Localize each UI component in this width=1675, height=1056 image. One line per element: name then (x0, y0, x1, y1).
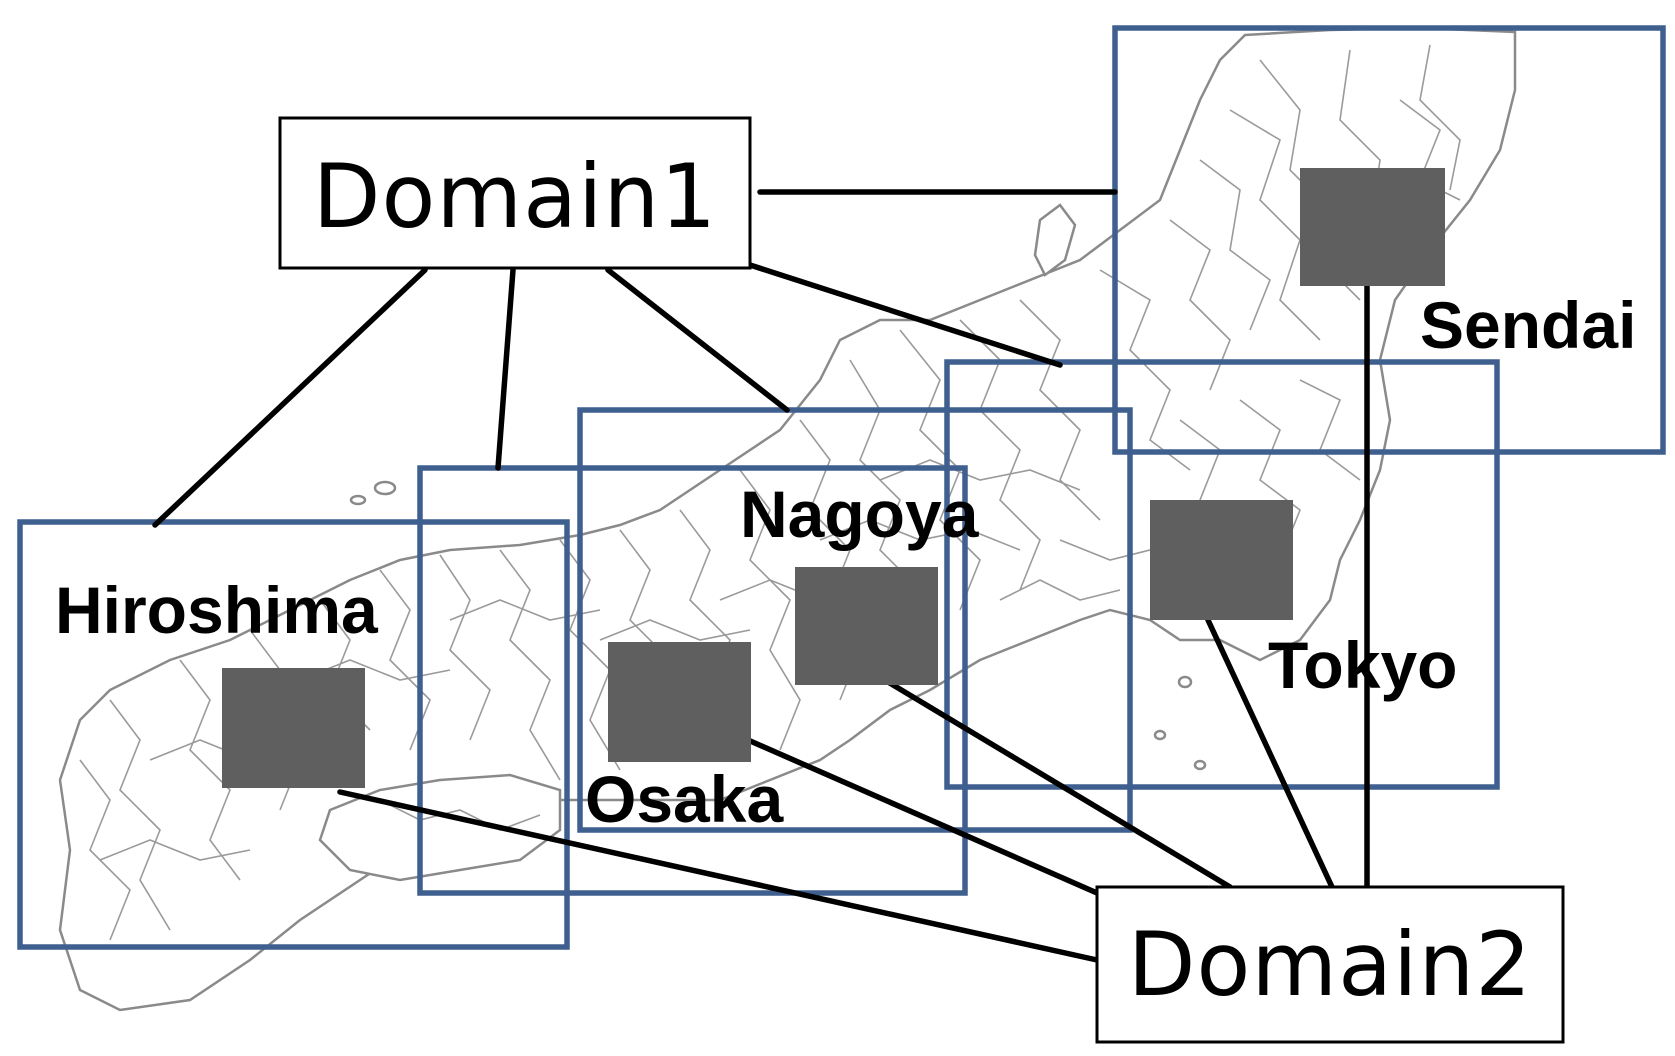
connector-d2-hiroshima (337, 789, 1100, 963)
island-4 (1177, 675, 1193, 689)
island-5 (1193, 759, 1207, 771)
domain1-label: Domain1 (313, 145, 717, 248)
city-labels: Hiroshima Osaka Nagoya Tokyo Sendai (55, 288, 1636, 836)
region-sendai (1112, 25, 1666, 455)
region-osaka-nagoya (577, 407, 1133, 833)
connectors (152, 189, 1370, 963)
region-hiroshima (17, 519, 570, 950)
region-boxes (17, 25, 1666, 950)
connector-d2-osaka (745, 737, 1100, 896)
island-1 (1033, 203, 1077, 277)
island-2 (373, 480, 397, 496)
island-6 (1153, 729, 1167, 741)
connector-d1-hiroshima (152, 267, 428, 528)
city-label-osaka: Osaka (585, 762, 784, 836)
connector-d2-tokyo (1205, 617, 1335, 890)
server-block-tokyo (1150, 500, 1293, 620)
region-tokyo (944, 359, 1500, 790)
server-block-nagoya (795, 567, 938, 685)
city-label-tokyo: Tokyo (1268, 628, 1457, 702)
domain2-label: Domain2 (1128, 913, 1532, 1016)
city-label-sendai: Sendai (1420, 288, 1636, 362)
server-block-osaka (608, 642, 751, 762)
region-west-mid (417, 465, 968, 896)
connector-d1-westmid (495, 267, 516, 471)
connector-d1-osaka-nagoya (605, 267, 790, 413)
domain2-frame (1095, 885, 1565, 1044)
server-blocks (222, 168, 1445, 788)
domain1-frame (278, 116, 752, 270)
island-3 (349, 494, 367, 506)
city-label-hiroshima: Hiroshima (55, 573, 379, 647)
connector-d2-nagoya (885, 679, 1233, 890)
connector-d1-tokyo (747, 262, 1063, 368)
domain2-box: Domain2 (1095, 885, 1565, 1044)
city-label-nagoya: Nagoya (740, 477, 980, 551)
server-block-hiroshima (222, 668, 365, 788)
server-block-sendai (1300, 168, 1445, 286)
domain1-box: Domain1 (278, 116, 752, 270)
